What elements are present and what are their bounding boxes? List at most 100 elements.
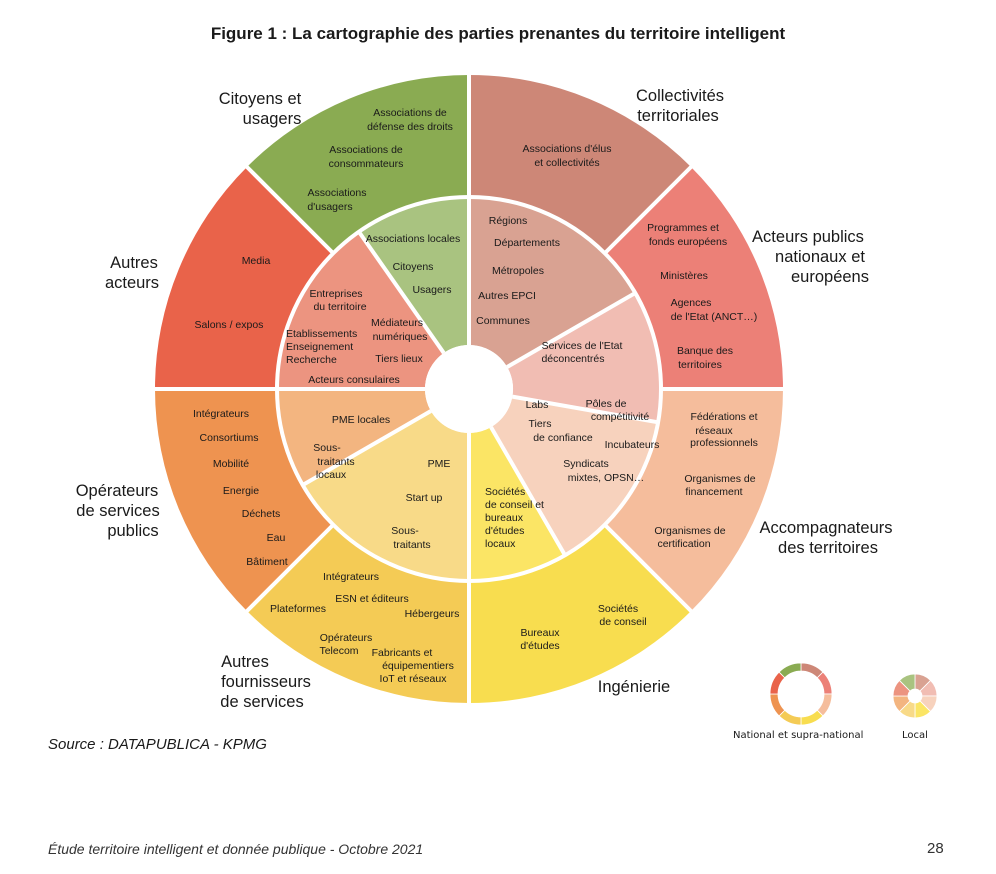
diagram-label: Start up [406,492,443,504]
diagram-wedges [155,75,783,703]
sector-title: Autres [110,254,158,272]
sector-title: nationaux et [775,248,865,266]
diagram-label: Syndicats [563,458,609,470]
diagram-label: déconcentrés [541,353,604,365]
wedge-national-citoyens [246,75,469,254]
diagram-label: Eau [267,532,286,544]
diagram-label: Associations de [373,107,447,119]
diagram-label: Métropoles [492,265,544,277]
center-hole [425,345,513,433]
wedge-local-fournisseurs [302,411,469,581]
legend-local-segment [898,673,916,692]
wedge-local-operateurs [277,389,431,485]
wedge-national-operateurs [155,389,334,612]
wedge-national-collectivites [469,75,692,254]
sector-title: de services [76,502,159,520]
diagram-label: Communes [476,315,530,327]
divider-line [244,164,335,255]
wedge-local-ingenierie [469,427,565,581]
diagram-label: Services de l'Etat [542,340,623,352]
wedge-national-acteurs_publics [604,166,783,389]
diagram-label: Fabricants et [372,647,433,659]
diagram-label: Sociétés [598,603,638,615]
sector-title: usagers [243,110,302,128]
diagram-label: locaux [485,538,516,550]
diagram-label: Intégrateurs [323,571,379,583]
diagram-label: Fédérations et [690,411,757,423]
diagram-label: Bâtiment [246,556,288,568]
diagram-label: Associations d'élus [523,143,612,155]
diagram-label: Sous- [313,442,341,454]
diagram-label: Media [242,255,271,267]
sector-title: Collectivités [636,87,724,105]
diagram-label: Sociétés [485,486,525,498]
figure-title: Figure 1 : La cartographie des parties p… [210,24,786,43]
diagram-label: bureaux [485,512,524,524]
sector-title: territoriales [637,107,719,125]
legend-national-segment [816,671,833,695]
diagram-label: Déchets [242,508,281,520]
diagram-label: Médiateurs [371,317,423,329]
diagram-label: Tiers lieux [375,353,423,365]
diagram-label: Ministères [660,270,708,282]
diagram-label: Pôles de [586,398,627,410]
diagram-label: Enseignement [286,341,353,353]
diagram-label: Organismes de [654,525,725,537]
diagram-label: de l'Etat (ANCT…) [671,311,758,323]
diagram-label: Salons / expos [195,319,264,331]
diagram-label: professionnels [690,437,758,449]
sector-title: de services [220,693,303,711]
divider-line [603,164,694,255]
wedge-local-accompagnateurs [491,396,659,556]
diagram-label: Labs [526,399,549,411]
sector-title: fournisseurs [221,673,311,691]
diagram-label: équipementiers [382,660,454,672]
diagram-label: du territoire [313,301,366,313]
diagram-label: certification [657,538,710,550]
diagram-label: traitants [317,456,354,468]
diagram-label: Agences [671,297,712,309]
sector-title: des territoires [778,539,878,557]
diagram-label: réseaux [695,425,733,437]
diagram-label: Départements [494,237,560,249]
diagram-label: Mobilité [213,458,249,470]
sector-title: acteurs [105,274,159,292]
legend-national-segment [778,662,802,679]
wedge-national-accompagnateurs [604,389,783,612]
diagram-label: Incubateurs [605,439,660,451]
divider-line [489,426,567,557]
diagram-label: Programmes et [647,222,719,234]
diagram-label: PME [428,458,451,470]
diagram-label: et collectivités [534,157,599,169]
diagram-label: Acteurs consulaires [308,374,400,386]
diagram-label: Recherche [286,354,337,366]
wedge-local-collectivites [469,197,636,367]
diagram-label: IoT et réseaux [380,673,448,685]
sector-title: Ingénierie [598,678,670,696]
diagram-label: numériques [373,331,428,343]
sector-title: Accompagnateurs [760,519,893,537]
legend-national-segment [800,709,824,726]
sector-title: publics [107,522,158,540]
wedge-national-fournisseurs [246,524,469,703]
sector-title: Autres [221,653,269,671]
diagram-label: financement [685,486,742,498]
diagram-dividers [154,74,784,704]
diagram-label: Energie [223,485,259,497]
divider-line [603,523,694,614]
diagram-label: consommateurs [329,158,404,170]
legend-national-segment [769,693,786,717]
sector-title: Acteurs publics [752,228,864,246]
diagram-label: locaux [316,469,347,481]
diagram-texts: Citoyens etusagersCollectivitésterritori… [76,87,893,711]
divider-line [506,291,637,369]
diagram-label: Usagers [412,284,451,296]
wedge-national-autres [155,166,334,389]
diagram-label: Consortiums [200,432,259,444]
diagram-label: Sous- [391,525,419,537]
diagram-label: Organismes de [684,473,755,485]
diagram-label: traitants [393,539,430,551]
diagram-label: mixtes, OPSN… [568,472,644,484]
diagram-label: de conseil [599,616,646,628]
